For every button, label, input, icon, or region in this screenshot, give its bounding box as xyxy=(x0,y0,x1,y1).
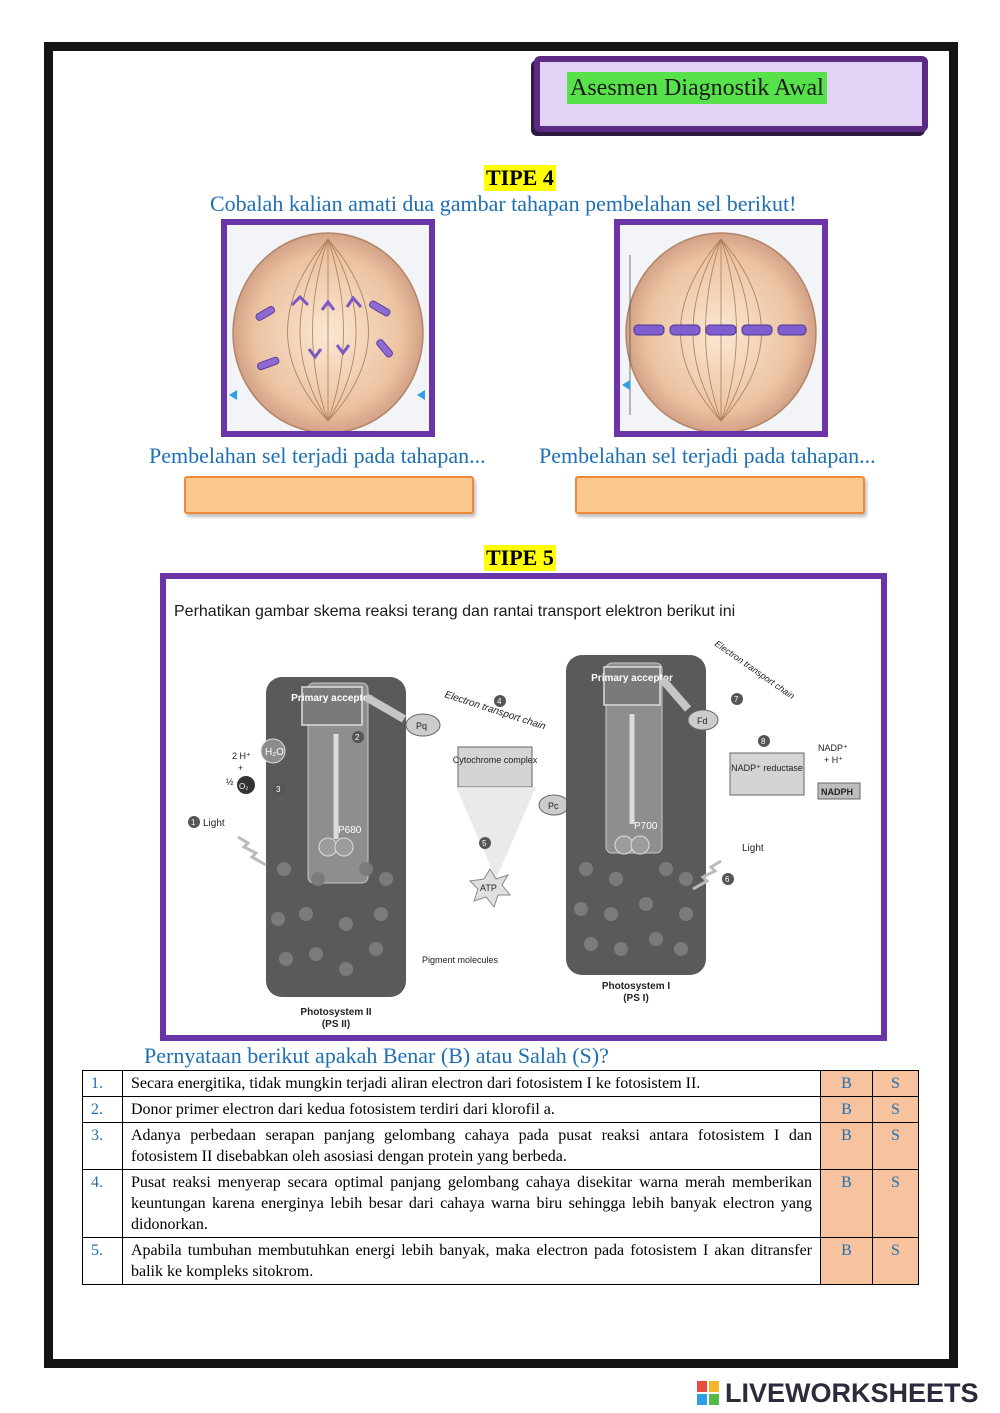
answer-input-right[interactable] xyxy=(575,476,865,514)
step-7: 7 xyxy=(734,695,739,704)
statement-text: Donor primer electron dari kedua fotosis… xyxy=(122,1096,821,1123)
ps2-abbr: (PS II) xyxy=(322,1019,350,1030)
tipe4-label: TIPE 4 xyxy=(484,165,556,191)
diagram-caption: Perhatikan gambar skema reaksi terang da… xyxy=(174,603,736,620)
nadp-reductase-label: NADP⁺ reductase xyxy=(731,763,803,773)
nadp-reductase xyxy=(729,752,805,796)
option-salah[interactable]: S xyxy=(872,1169,919,1238)
option-salah[interactable]: S xyxy=(872,1122,919,1170)
ps2-acceptor-label: Primary acceptor xyxy=(291,693,373,704)
table-row: 1.Secara energitika, tidak mungkin terja… xyxy=(82,1070,919,1097)
p700-label: P700 xyxy=(634,821,658,832)
option-benar[interactable]: B xyxy=(820,1237,873,1285)
ps1-primary-acceptor xyxy=(603,666,661,706)
question-left: Pembelahan sel terjadi pada tahapan... xyxy=(149,443,486,468)
etc-label: Electron transport chain xyxy=(443,689,547,732)
o2-label: O₂ xyxy=(239,782,248,791)
statement-number: 3. xyxy=(82,1122,123,1170)
statement-text: Adanya perbedaan serapan panjang gelomba… xyxy=(122,1122,821,1170)
tipe4-instruction: Cobalah kalian amati dua gambar tahapan … xyxy=(210,191,797,216)
option-benar[interactable]: B xyxy=(820,1096,873,1123)
statement-number: 2. xyxy=(82,1096,123,1123)
atp-label: ATP xyxy=(480,883,497,893)
ps2-label: Photosystem II xyxy=(300,1007,371,1018)
step-8: 8 xyxy=(761,737,766,746)
light-label-left: Light xyxy=(203,818,225,829)
statement-text: Pusat reaksi menyerap secara optimal pan… xyxy=(122,1169,821,1238)
header-tab: Asesmen Diagnostik Awal xyxy=(534,56,928,132)
light-reaction-diagram: Perhatikan gambar skema reaksi terang da… xyxy=(160,573,887,1041)
p680-label: P680 xyxy=(338,825,362,836)
statement-question: Pernyataan berikut apakah Benar (B) atau… xyxy=(144,1043,609,1068)
pigment-label: Pigment molecules xyxy=(422,955,499,965)
fd-label: Fd xyxy=(697,716,708,726)
step-3: 3 xyxy=(276,785,281,794)
step-5: 5 xyxy=(482,839,487,848)
half-label: ½ xyxy=(226,777,234,787)
h2o-label: H₂O xyxy=(265,747,284,758)
metaphase-cell-image xyxy=(614,219,828,437)
plus-label: + xyxy=(238,763,243,773)
etc-short-label: Electron transport chain xyxy=(713,638,797,701)
question-right: Pembelahan sel terjadi pada tahapan... xyxy=(539,443,876,468)
tipe5-label: TIPE 5 xyxy=(484,545,556,571)
anaphase-cell-image xyxy=(221,219,435,437)
two-h-label: 2 H⁺ xyxy=(232,751,251,761)
step-6: 6 xyxy=(725,875,730,884)
option-salah[interactable]: S xyxy=(872,1237,919,1285)
step-1: 1 xyxy=(191,818,196,827)
ps1-abbr: (PS I) xyxy=(623,993,649,1004)
step-2: 2 xyxy=(355,733,360,742)
worksheet-title: Asesmen Diagnostik Awal xyxy=(567,72,827,104)
pc-label: Pc xyxy=(548,801,559,811)
ps2-primary-acceptor xyxy=(301,686,363,726)
logo-icon xyxy=(697,1381,719,1405)
brand-text: LIVEWORKSHEETS xyxy=(725,1377,979,1408)
statement-text: Apabila tumbuhan membutuhkan energi lebi… xyxy=(122,1237,821,1285)
cytochrome-label: Cytochrome complex xyxy=(453,755,538,765)
pq-label: Pq xyxy=(416,721,427,731)
statement-table: 1.Secara energitika, tidak mungkin terja… xyxy=(82,1070,919,1285)
light-label-right: Light xyxy=(742,843,764,854)
statement-number: 1. xyxy=(82,1070,123,1097)
option-benar[interactable]: B xyxy=(820,1070,873,1097)
answer-input-left[interactable] xyxy=(184,476,474,514)
step-4: 4 xyxy=(497,697,502,706)
liveworksheets-logo: LIVEWORKSHEETS xyxy=(697,1378,979,1408)
ps1-label: Photosystem I xyxy=(602,981,671,992)
statement-number: 5. xyxy=(82,1237,123,1285)
statement-number: 4. xyxy=(82,1169,123,1238)
statement-text: Secara energitika, tidak mungkin terjadi… xyxy=(122,1070,821,1097)
table-row: 3.Adanya perbedaan serapan panjang gelom… xyxy=(82,1122,919,1170)
ps1-acceptor-label: Primary acceptor xyxy=(591,673,673,684)
option-salah[interactable]: S xyxy=(872,1070,919,1097)
option-benar[interactable]: B xyxy=(820,1169,873,1238)
option-salah[interactable]: S xyxy=(872,1096,919,1123)
cytochrome-complex xyxy=(457,746,533,788)
table-row: 2.Donor primer electron dari kedua fotos… xyxy=(82,1096,919,1123)
nadp-in-label: NADP⁺ xyxy=(818,743,848,753)
option-benar[interactable]: B xyxy=(820,1122,873,1170)
table-row: 4.Pusat reaksi menyerap secara optimal p… xyxy=(82,1169,919,1238)
h-in-label: + H⁺ xyxy=(824,755,843,765)
table-row: 5.Apabila tumbuhan membutuhkan energi le… xyxy=(82,1237,919,1285)
nadph-label: NADPH xyxy=(821,787,853,797)
